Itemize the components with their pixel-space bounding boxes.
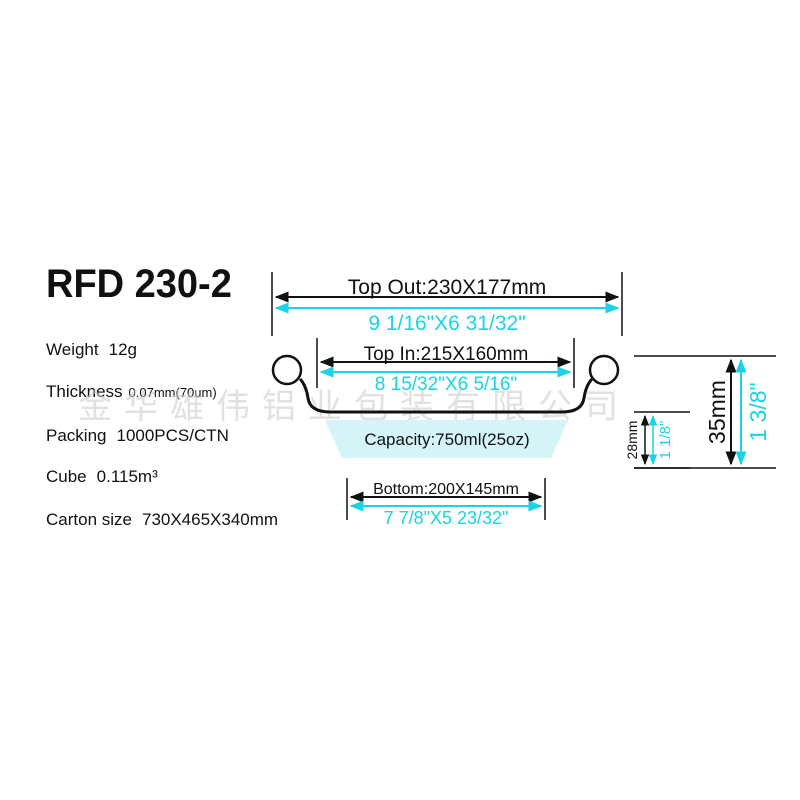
spec-weight: Weight 12g (46, 340, 137, 360)
tray-rim-left (271, 354, 303, 386)
tray-outline (298, 377, 594, 414)
depth-inner-imperial-label: 1 1/8" (657, 421, 674, 460)
spec-cube: Cube 0.115m³ (46, 467, 158, 487)
top-out-imperial-label: 9 1/16"X6 31/32" (368, 312, 525, 335)
carton-label: Carton size (46, 510, 132, 529)
tray-cross-section: Capacity:750ml(25oz) (271, 354, 620, 458)
thickness-label: Thickness (46, 382, 123, 401)
model-number: RFD 230-2 (46, 262, 232, 306)
depth-outer-dimension: 35mm 1 3/8" (634, 355, 776, 469)
carton-value: 730X465X340mm (141, 510, 279, 529)
watermark-text: 金华雄伟铝业包装有限公司 (78, 388, 630, 426)
spec-carton: Carton size 730X465X340mm (46, 510, 278, 530)
depth-inner-dimension: 28mm 1 1/8" (624, 411, 690, 469)
packing-value: 1000PCS/CTN (116, 426, 229, 445)
capacity-label: Capacity:750ml(25oz) (364, 430, 529, 449)
cube-label: Cube (46, 467, 87, 486)
cube-value: 0.115m³ (96, 467, 158, 486)
spec-thickness: Thickness 0.07mm(70um) (46, 382, 217, 403)
weight-value: 12g (108, 340, 137, 359)
packing-label: Packing (46, 426, 107, 445)
top-in-dimension: Top In:215X160mm 8 15/32"X6 5/16" (316, 338, 575, 395)
depth-inner-metric-label: 28mm (624, 421, 640, 460)
weight-label: Weight (46, 340, 99, 359)
top-in-imperial-label: 8 15/32"X6 5/16" (375, 374, 517, 395)
tray-fill (325, 420, 568, 458)
tray-rim-right (588, 354, 620, 386)
top-in-metric-label: Top In:215X160mm (364, 344, 529, 365)
thickness-value: 0.07mm(70um) (128, 385, 217, 400)
depth-outer-imperial-label: 1 3/8" (745, 382, 771, 441)
top-out-dimension: Top Out:230X177mm 9 1/16"X6 31/32" (271, 272, 623, 336)
top-out-metric-label: Top Out:230X177mm (348, 276, 546, 299)
bottom-metric-label: Bottom:200X145mm (373, 481, 519, 498)
bottom-dimension: Bottom:200X145mm 7 7/8"X5 23/32" (346, 478, 546, 528)
spec-packing: Packing 1000PCS/CTN (46, 426, 229, 446)
depth-outer-metric-label: 35mm (704, 380, 730, 444)
bottom-imperial-label: 7 7/8"X5 23/32" (384, 508, 509, 528)
